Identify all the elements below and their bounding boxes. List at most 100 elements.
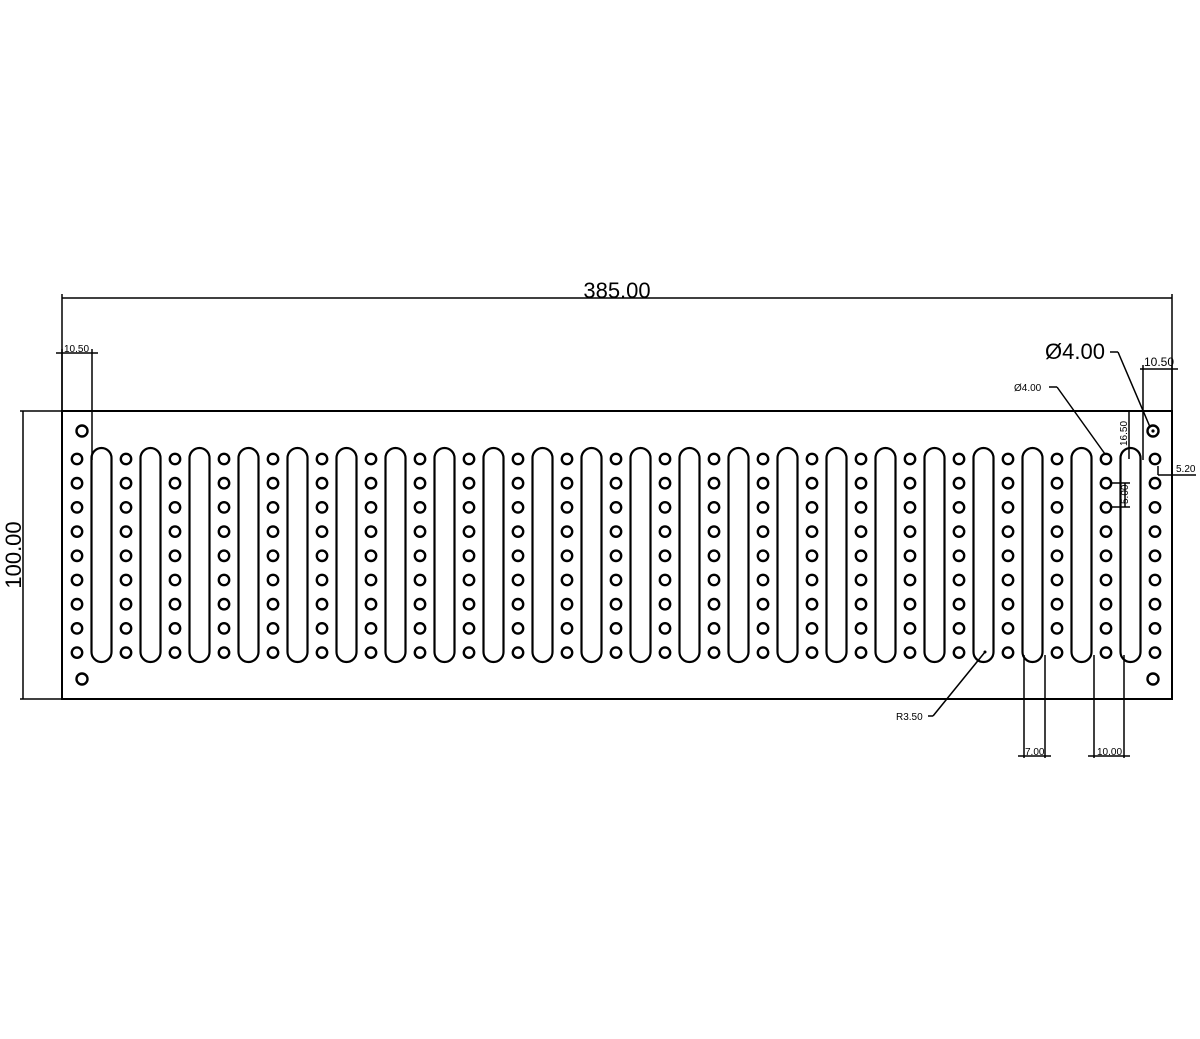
perforation-hole bbox=[70, 622, 84, 635]
perforation-hole bbox=[952, 646, 966, 659]
small-diameter-label: Ø4.00 bbox=[1014, 383, 1042, 394]
perforation-hole bbox=[119, 549, 133, 563]
vent-slot bbox=[335, 446, 358, 664]
vent-slot bbox=[286, 446, 309, 664]
slot-pitch-label: 10.00 bbox=[1097, 747, 1122, 758]
perforation-hole bbox=[364, 500, 378, 514]
perforation-hole bbox=[707, 622, 721, 635]
perforation-hole bbox=[266, 476, 280, 490]
perforation-hole bbox=[1001, 500, 1015, 514]
perforation-hole bbox=[805, 452, 819, 466]
vertical-offset-label: 16.50 bbox=[1119, 421, 1130, 446]
perforation-hole bbox=[903, 597, 917, 611]
perforation-hole bbox=[756, 476, 770, 490]
perforation-hole bbox=[217, 646, 231, 659]
corner-hole-center-mark bbox=[1151, 429, 1155, 433]
perforation-hole bbox=[364, 452, 378, 466]
perforation-hole bbox=[903, 549, 917, 563]
perforation-hole bbox=[903, 525, 917, 538]
perforation-hole bbox=[266, 525, 280, 538]
perforation-hole bbox=[168, 597, 182, 611]
perforation-hole bbox=[364, 622, 378, 635]
slot-pitch-dimension: 10.00 bbox=[1088, 655, 1130, 758]
perforation-hole bbox=[119, 622, 133, 635]
perforation-hole bbox=[658, 646, 672, 659]
perforation-hole bbox=[168, 646, 182, 659]
vent-slot bbox=[874, 446, 897, 664]
perforation-hole bbox=[217, 597, 231, 611]
slot-width-label: 7.00 bbox=[1025, 747, 1045, 758]
perforation-hole bbox=[364, 646, 378, 659]
vent-slot bbox=[776, 446, 799, 664]
perforation-hole bbox=[413, 500, 427, 514]
corner-hole-top-left bbox=[75, 424, 89, 438]
perforation-hole bbox=[1148, 549, 1162, 563]
overall-width-dimension: 385.00 bbox=[61, 278, 1173, 411]
vent-slot bbox=[825, 446, 848, 664]
perforation-hole bbox=[756, 597, 770, 611]
perforation-hole bbox=[217, 476, 231, 490]
perforation-hole bbox=[1148, 573, 1162, 587]
perforation-hole bbox=[168, 549, 182, 563]
perforation-hole bbox=[609, 622, 623, 635]
perforation-hole bbox=[854, 525, 868, 538]
vent-slot bbox=[972, 446, 995, 664]
perforation-hole bbox=[168, 622, 182, 635]
perforation-hole bbox=[903, 476, 917, 490]
perforation-hole bbox=[119, 573, 133, 587]
perforation-hole bbox=[658, 573, 672, 587]
perforation-hole bbox=[1050, 597, 1064, 611]
right-offset-label: 10.50 bbox=[1144, 355, 1174, 369]
perforation-hole bbox=[756, 525, 770, 538]
perforation-hole bbox=[119, 500, 133, 514]
perforation-hole bbox=[560, 549, 574, 563]
overall-width-label: 385.00 bbox=[583, 278, 650, 303]
perforation-hole bbox=[266, 549, 280, 563]
perforation-hole bbox=[609, 597, 623, 611]
perforation-hole bbox=[1001, 452, 1015, 466]
perforation-hole bbox=[707, 549, 721, 563]
vent-slot bbox=[433, 446, 456, 664]
perforation-hole bbox=[119, 525, 133, 538]
perforation-hole bbox=[805, 500, 819, 514]
perforation-hole bbox=[217, 452, 231, 466]
perforation-hole bbox=[70, 573, 84, 587]
perforation-hole bbox=[462, 597, 476, 611]
perforation-hole bbox=[1050, 622, 1064, 635]
perforation-hole bbox=[560, 597, 574, 611]
perforation-hole bbox=[1148, 646, 1162, 659]
perforation-hole bbox=[70, 452, 84, 466]
perforation-hole bbox=[266, 646, 280, 659]
perforation-hole bbox=[805, 549, 819, 563]
perforation-hole bbox=[756, 622, 770, 635]
perforation-hole bbox=[609, 500, 623, 514]
perforation-hole bbox=[707, 597, 721, 611]
perforation-hole bbox=[707, 573, 721, 587]
perforation-hole bbox=[119, 646, 133, 659]
perforation-hole bbox=[658, 549, 672, 563]
perforation-hole bbox=[413, 476, 427, 490]
perforation-hole bbox=[805, 573, 819, 587]
perforation-hole bbox=[413, 622, 427, 635]
perforation-hole bbox=[511, 452, 525, 466]
perforation-hole bbox=[756, 646, 770, 659]
perforation-hole bbox=[609, 476, 623, 490]
perforation-hole bbox=[903, 452, 917, 466]
perforation-hole bbox=[462, 525, 476, 538]
corner-hole-bottom-right bbox=[1146, 672, 1160, 686]
perforation-hole bbox=[413, 573, 427, 587]
perforation-hole bbox=[707, 500, 721, 514]
perforation-hole bbox=[413, 646, 427, 659]
perforation-hole bbox=[952, 476, 966, 490]
perforation-hole bbox=[609, 452, 623, 466]
perforation-hole bbox=[756, 452, 770, 466]
perforation-hole bbox=[315, 573, 329, 587]
perforation-hole bbox=[952, 500, 966, 514]
perforation-hole bbox=[1050, 573, 1064, 587]
perforation-hole bbox=[315, 597, 329, 611]
perforation-hole bbox=[119, 597, 133, 611]
vent-slot bbox=[678, 446, 701, 664]
vent-slot bbox=[90, 446, 113, 664]
perforation-hole bbox=[1099, 597, 1113, 611]
perforation-hole bbox=[560, 525, 574, 538]
